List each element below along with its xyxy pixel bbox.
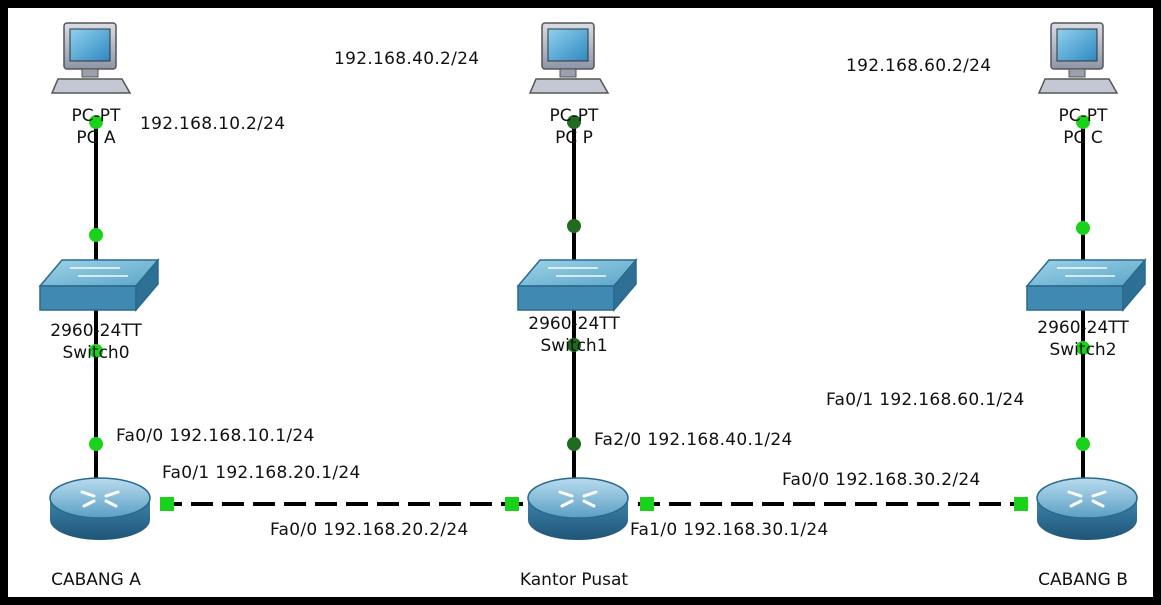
router-icon[interactable] bbox=[49, 477, 151, 540]
link-status-dot bbox=[1076, 437, 1090, 451]
link-status-dot bbox=[89, 437, 103, 451]
switch0-name: Switch0 bbox=[62, 343, 130, 363]
pc-icon[interactable] bbox=[528, 22, 610, 94]
link-status-dot bbox=[1076, 341, 1090, 355]
pc-c-name: PC C bbox=[1063, 128, 1103, 148]
link-status-dot bbox=[89, 344, 103, 358]
router-icon[interactable] bbox=[1036, 477, 1138, 540]
cabang-b-fa01-label: Fa0/1 192.168.60.1/24 bbox=[826, 390, 1025, 410]
topology-diagram bbox=[38, 22, 1147, 540]
link-status-dot bbox=[567, 219, 581, 233]
router-cabang-b-name: CABANG B bbox=[1038, 570, 1128, 590]
topology-canvas: PC-PT PC A 192.168.10.2/24 PC-PT PC P 19… bbox=[8, 8, 1153, 597]
pc-a-name: PC A bbox=[76, 128, 116, 148]
switch-icon[interactable] bbox=[516, 257, 638, 313]
pc-p-ip: 192.168.40.2/24 bbox=[334, 49, 480, 69]
switch2-model: 2960-24TT bbox=[1037, 318, 1129, 338]
pusat-fa20-label: Fa2/0 192.168.40.1/24 bbox=[594, 430, 793, 450]
link-status-dot bbox=[1076, 115, 1090, 129]
switch0-model: 2960-24TT bbox=[50, 321, 142, 341]
router-icon[interactable] bbox=[527, 477, 629, 540]
pc-p-name: PC P bbox=[555, 128, 593, 148]
link-status-dot bbox=[89, 228, 103, 242]
link-status-dot bbox=[1014, 497, 1028, 511]
cabang-a-fa00-label: Fa0/0 192.168.10.1/24 bbox=[116, 426, 315, 446]
pc-icon[interactable] bbox=[50, 22, 132, 94]
link-status-dot bbox=[505, 497, 519, 511]
pc-c-ip: 192.168.60.2/24 bbox=[846, 56, 992, 76]
link-status-dot bbox=[567, 338, 581, 352]
router-cabang-a-name: CABANG A bbox=[51, 570, 141, 590]
pc-p-model: PC-PT bbox=[549, 106, 599, 126]
link-status-dot bbox=[640, 497, 654, 511]
link-status-dot bbox=[567, 115, 581, 129]
pc-icon[interactable] bbox=[1037, 22, 1119, 94]
link-status-dot bbox=[567, 437, 581, 451]
router-kantor-pusat-name: Kantor Pusat bbox=[519, 570, 629, 590]
switch1-name: Switch1 bbox=[540, 336, 608, 356]
pc-a-ip: 192.168.10.2/24 bbox=[140, 114, 286, 134]
switch1-model: 2960-24TT bbox=[528, 314, 620, 334]
cabang-b-fa00-label: Fa0/0 192.168.30.2/24 bbox=[782, 470, 981, 490]
pc-c-model: PC-PT bbox=[1058, 106, 1108, 126]
pusat-fa10-label: Fa1/0 192.168.30.1/24 bbox=[630, 520, 829, 540]
switch-icon[interactable] bbox=[38, 257, 160, 313]
link-status-dot bbox=[160, 497, 174, 511]
cabang-a-fa01-label: Fa0/1 192.168.20.1/24 bbox=[162, 463, 361, 483]
pc-a-model: PC-PT bbox=[71, 106, 121, 126]
link-status-dot bbox=[1076, 221, 1090, 235]
link-status-dot bbox=[89, 115, 103, 129]
pusat-fa00-label: Fa0/0 192.168.20.2/24 bbox=[270, 520, 469, 540]
switch2-name: Switch2 bbox=[1049, 340, 1117, 360]
switch-icon[interactable] bbox=[1025, 257, 1147, 313]
link-status-indicators bbox=[89, 115, 1090, 511]
